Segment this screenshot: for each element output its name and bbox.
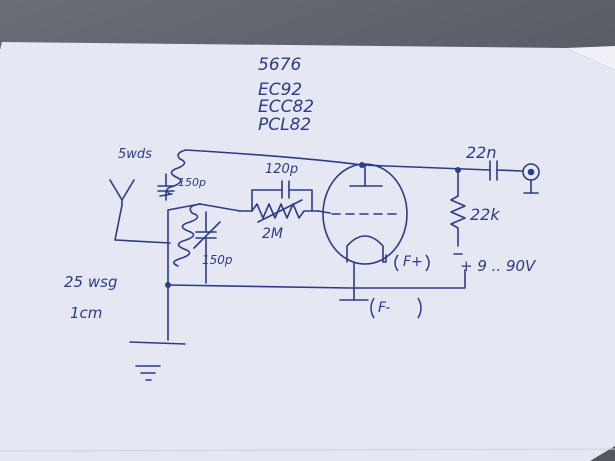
ground-bar	[129, 341, 186, 345]
paper-fold	[566, 46, 615, 70]
tube-plate	[349, 164, 383, 187]
trim-cap-label: 150p	[178, 176, 206, 189]
output-wire	[496, 169, 523, 172]
plate-resistor-label: 22k	[470, 205, 500, 224]
coupling-cap-label: 22n	[466, 143, 497, 162]
ground-junction	[165, 282, 171, 288]
aerial-coil-label: 5wds	[118, 147, 152, 162]
heater-minus-label: F-	[378, 300, 390, 316]
heater-plus-bracket-right	[425, 254, 430, 272]
tuning-cap-label: 150p	[202, 253, 233, 267]
coil-left-lead	[167, 203, 201, 286]
grid-resistor-label: 2M	[262, 226, 283, 242]
tuning-cap-arrow	[193, 221, 221, 249]
tube-type-1: 5676	[258, 55, 301, 75]
grid-resistor	[239, 203, 319, 219]
tube-cathode	[346, 235, 384, 263]
paper-crease	[0, 448, 615, 452]
grid-resistor-arrow	[257, 199, 303, 223]
top-wire	[185, 149, 491, 171]
tube-envelope	[322, 163, 408, 265]
grid-feed-wire	[199, 203, 241, 212]
tube-type-2: EC92	[258, 80, 302, 100]
grid-cap-label: 120p	[265, 162, 298, 177]
ground-rail	[167, 269, 466, 289]
plate-junction	[359, 162, 365, 168]
heater-plus-bracket-left	[394, 254, 399, 272]
supply-voltage-label: + 9 .. 90V	[460, 257, 537, 275]
heater-minus-bracket-right	[417, 297, 422, 319]
output-connector-inner	[527, 168, 535, 176]
grid-cap-wire	[251, 189, 313, 212]
coil-spec-wire: 25 wsg	[64, 273, 117, 291]
ground-symbol	[135, 365, 161, 381]
resistor-junction	[455, 167, 461, 173]
heater-minus-bracket-left	[370, 297, 375, 319]
tube-type-4: PCL82	[258, 115, 311, 135]
heater-plus-lead	[382, 254, 387, 263]
paper-sheet	[0, 42, 615, 461]
antenna-symbol	[109, 179, 135, 206]
antenna-wire	[114, 204, 171, 244]
tube-type-3: ECC82	[258, 97, 314, 117]
coil-spec-diameter: 1cm	[70, 304, 102, 322]
heater-plus-label: F+	[403, 254, 423, 270]
tank-coil	[173, 203, 201, 267]
plate-resistor	[450, 195, 466, 247]
grid-wire	[317, 210, 331, 214]
